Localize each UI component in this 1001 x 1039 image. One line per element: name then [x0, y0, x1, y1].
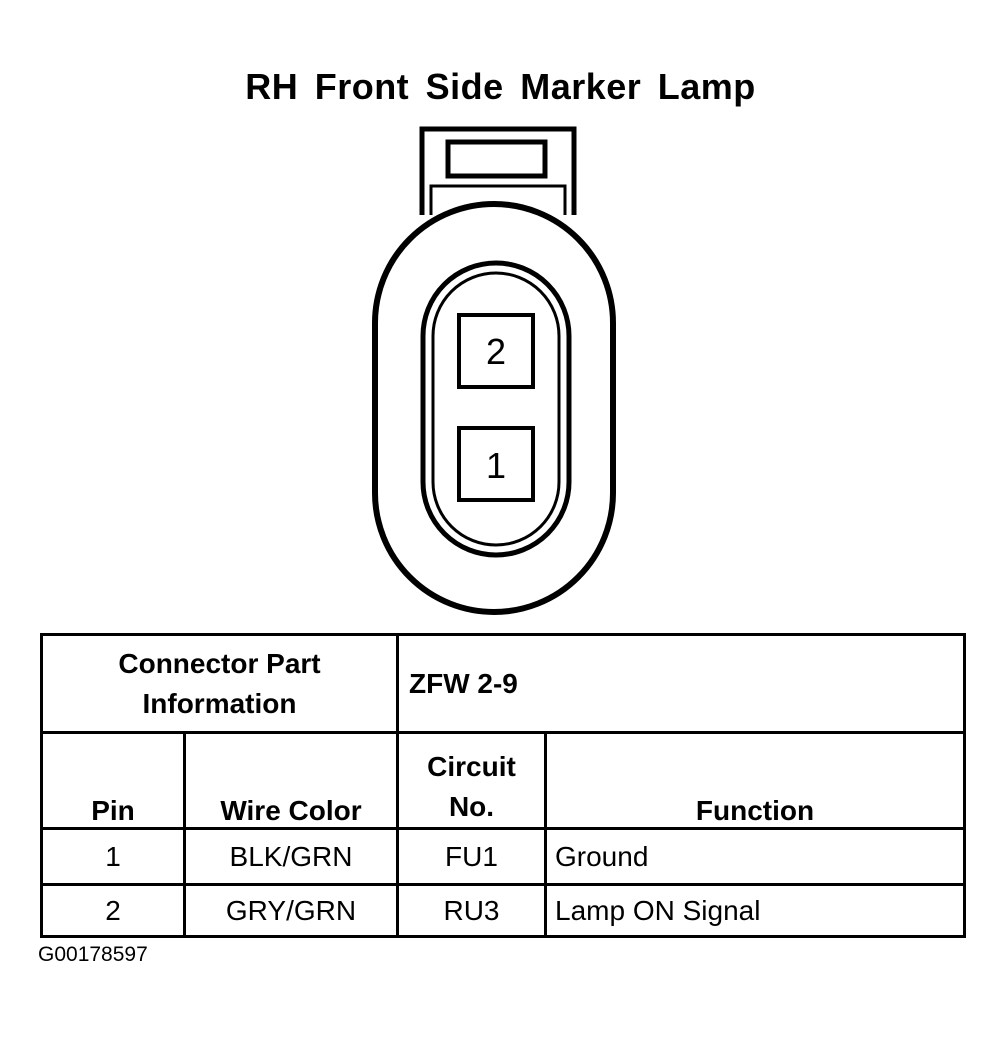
header-circuit: Circuit No. — [396, 731, 547, 830]
pin-number: 2 — [486, 331, 506, 372]
header-function: Function — [543, 731, 967, 830]
diagram-title: RH Front Side Marker Lamp — [245, 66, 756, 107]
pin-cavity-2: 2 — [457, 313, 535, 389]
header-row: Pin Wire Color Circuit No. Function — [40, 731, 967, 830]
table-row: 1 BLK/GRN FU1 Ground — [40, 827, 967, 886]
connector-diagram: 2 1 — [372, 126, 616, 615]
cell-circuit: FU1 — [396, 827, 547, 886]
connector-inner-seal — [420, 260, 572, 558]
cell-pin: 2 — [40, 883, 186, 938]
connector-info-table: Connector Part Information ZFW 2-9 Pin W… — [40, 633, 967, 938]
part-info-label: Connector Part Information — [40, 633, 399, 734]
cell-function: Ground — [543, 827, 967, 886]
cell-function: Lamp ON Signal — [543, 883, 967, 938]
pin-number: 1 — [486, 445, 506, 486]
connector-latch-tab — [419, 126, 577, 215]
cell-pin: 1 — [40, 827, 186, 886]
figure-id: G00178597 — [38, 943, 148, 966]
cell-circuit: RU3 — [396, 883, 547, 938]
connector-inner-seal-line — [431, 271, 561, 547]
table-row: 2 GRY/GRN RU3 Lamp ON Signal — [40, 883, 967, 938]
pin-cavity-1: 1 — [457, 426, 535, 502]
header-pin: Pin — [40, 731, 186, 830]
part-info-row: Connector Part Information ZFW 2-9 — [40, 633, 967, 734]
cell-wire-color: BLK/GRN — [183, 827, 399, 886]
header-wire-color: Wire Color — [183, 731, 399, 830]
part-number: ZFW 2-9 — [395, 633, 967, 734]
cell-wire-color: GRY/GRN — [183, 883, 399, 938]
